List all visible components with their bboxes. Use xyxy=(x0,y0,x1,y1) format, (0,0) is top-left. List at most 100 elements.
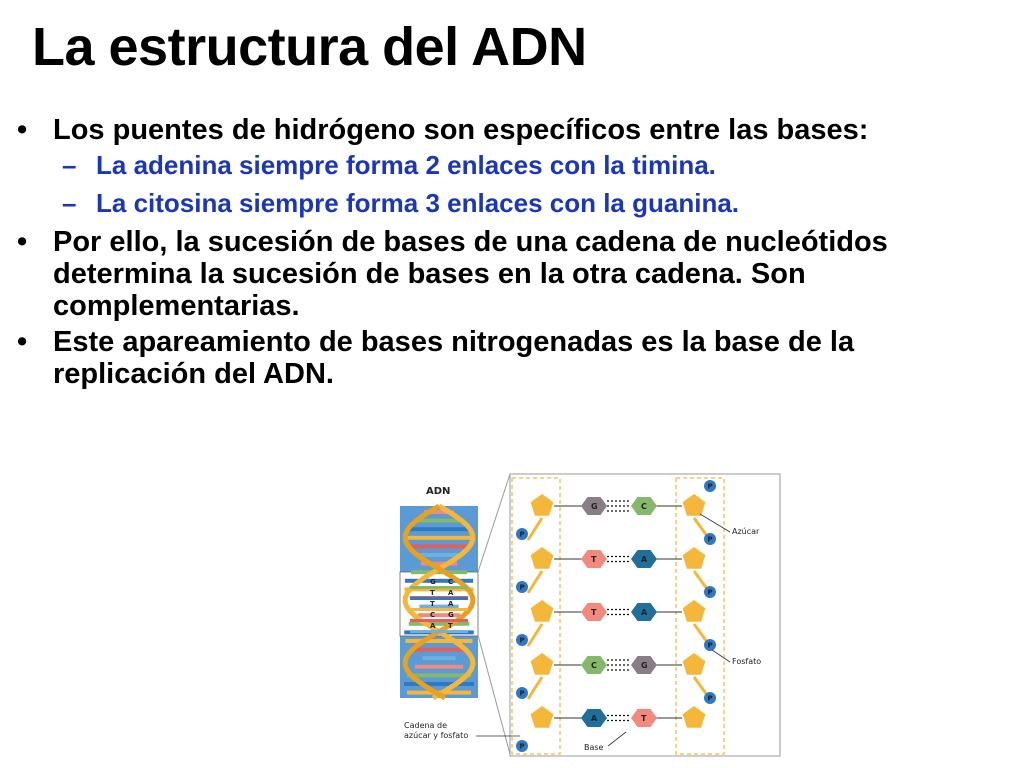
sub-bullet-text: La citosina siempre forma 3 enlaces con … xyxy=(96,188,740,218)
helix-rung xyxy=(413,518,465,523)
label-fosfato: Fosfato xyxy=(732,657,761,666)
phosphate-letter: P xyxy=(708,483,713,491)
helix-base-letter: T xyxy=(430,589,435,597)
base-left xyxy=(581,656,607,674)
bullet-mark: • xyxy=(17,114,28,146)
backbone-link xyxy=(526,676,544,700)
helix-rung xyxy=(412,647,466,652)
sub-bullet-item: – La citosina siempre forma 3 enlaces co… xyxy=(14,188,1004,218)
base-left xyxy=(581,550,607,568)
sugar-pentagon xyxy=(530,547,554,569)
phosphate-letter: P xyxy=(520,531,525,539)
sugar-pentagon xyxy=(530,653,554,675)
helix-rung xyxy=(405,639,473,643)
label-leader xyxy=(699,513,731,533)
base-letter: T xyxy=(591,555,597,564)
bullet-item: • Por ello, la sucesión de bases de una … xyxy=(14,226,1004,322)
bullet-text: Los puentes de hidrógeno son específicos… xyxy=(53,114,869,146)
sugar-pentagon xyxy=(682,494,706,516)
zoom-line xyxy=(477,634,511,755)
helix-rung xyxy=(404,535,474,540)
helix-rung xyxy=(420,561,458,566)
sugar-pentagon xyxy=(682,653,706,675)
phosphate-letter: P xyxy=(520,637,525,645)
base-right xyxy=(631,656,657,674)
base-letter: G xyxy=(641,661,648,670)
sugar-pentagon xyxy=(530,600,554,622)
label-azucar: Azúcar xyxy=(732,527,760,536)
helix-rung xyxy=(407,544,471,549)
base-letter: A xyxy=(591,714,598,723)
slide-body: • Los puentes de hidrógeno son específic… xyxy=(14,114,1004,394)
sub-bullet-text: La adenina siempre forma 2 enlaces con l… xyxy=(96,150,716,180)
bullet-mark: • xyxy=(17,326,28,358)
helix-rung xyxy=(416,553,462,557)
phosphate-letter: P xyxy=(520,690,525,698)
bullet-item: • Los puentes de hidrógeno son específic… xyxy=(14,114,1004,146)
phosphate-circle xyxy=(704,480,716,492)
helix-base-letter: G xyxy=(448,611,454,619)
helix-rung xyxy=(404,682,474,686)
helix-base-letter: G xyxy=(430,578,436,586)
base-letter: A xyxy=(641,555,648,564)
phosphate-circle xyxy=(704,692,716,704)
helix-backbone xyxy=(402,503,476,701)
phosphate-circle xyxy=(704,586,716,598)
phosphate-letter: P xyxy=(708,536,713,544)
label-base: Base xyxy=(584,743,604,752)
adn-label: ADN xyxy=(426,486,450,497)
base-letter: T xyxy=(641,714,647,723)
helix-zoom-rung xyxy=(410,619,468,622)
helix-rung xyxy=(410,570,468,575)
phosphate-letter: P xyxy=(520,584,525,592)
phosphate-circle xyxy=(516,581,528,593)
helix-zoom-rung xyxy=(410,586,468,589)
helix-rung xyxy=(424,510,454,514)
base-letter: C xyxy=(641,502,647,511)
helix-base-letter: C xyxy=(430,611,435,619)
helix-backbone xyxy=(402,503,476,701)
helix-base-letter: A xyxy=(448,600,454,608)
backbone-link xyxy=(526,570,544,594)
helix-base-letter: A xyxy=(448,589,454,597)
base-right xyxy=(631,709,657,727)
helix-rung xyxy=(406,673,472,678)
phosphate-letter: P xyxy=(520,743,525,751)
phosphate-circle xyxy=(516,634,528,646)
sub-bullet-item: – La adenina siempre forma 2 enlaces con… xyxy=(14,150,1004,180)
phosphate-circle xyxy=(704,533,716,545)
sub-bullet-mark: – xyxy=(62,188,77,218)
left-backbone-box xyxy=(511,477,561,755)
phosphate-circle xyxy=(516,740,528,752)
base-left xyxy=(581,603,607,621)
base-letter: G xyxy=(591,502,598,511)
helix-base-letter: C xyxy=(448,578,453,586)
helix-rung xyxy=(406,527,472,532)
base-right xyxy=(631,550,657,568)
bullet-item: • Este apareamiento de bases nitrogenada… xyxy=(14,326,1004,390)
phosphate-circle xyxy=(516,528,528,540)
label-cadena-1: Cadena de xyxy=(404,721,447,730)
sugar-pentagon xyxy=(530,494,554,516)
helix-zoom-rung xyxy=(410,597,468,600)
helix-rung xyxy=(404,587,474,592)
sub-bullet-mark: – xyxy=(62,150,77,180)
helix-rung xyxy=(422,656,456,661)
backbone-link xyxy=(526,623,544,647)
phosphate-letter: P xyxy=(708,589,713,597)
label-leader xyxy=(607,731,627,747)
helix-rung xyxy=(408,621,470,626)
phosphate-circle xyxy=(704,639,716,651)
helix-rung xyxy=(417,613,461,618)
helix-base-letter: T xyxy=(448,622,453,630)
bullet-text: Este apareamiento de bases nitrogenadas … xyxy=(53,326,855,390)
phosphate-letter: P xyxy=(708,642,713,650)
label-leader xyxy=(711,649,731,663)
base-right xyxy=(631,497,657,515)
helix-rung xyxy=(414,664,464,669)
helix-zoom-rung xyxy=(410,608,468,611)
